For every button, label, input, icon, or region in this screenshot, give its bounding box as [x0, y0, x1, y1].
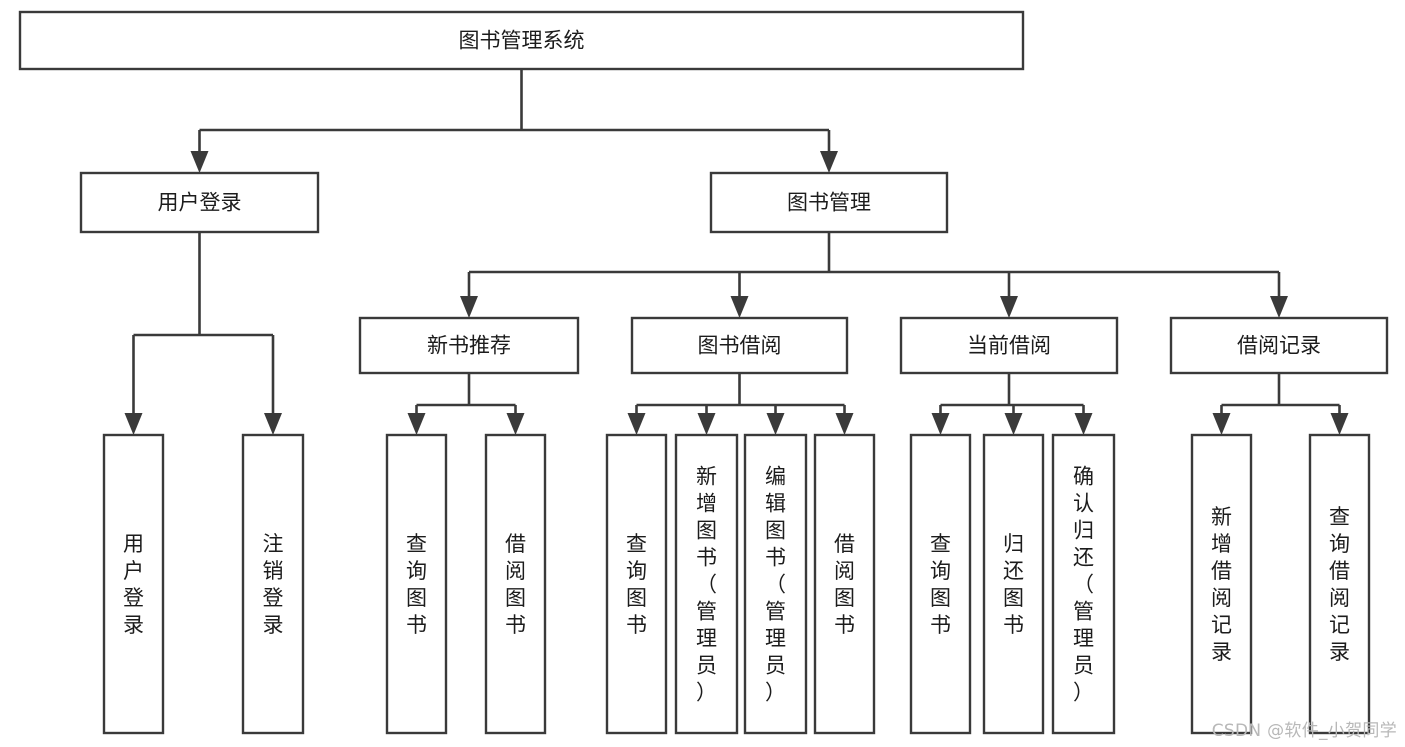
node-label-current-borrow: 当前借阅 [967, 334, 1051, 358]
connector-layer [124, 69, 1349, 435]
node-box-book-borrow[interactable] [630, 316, 849, 375]
node-label-root: 图书管理系统 [459, 29, 585, 53]
node-box-book-manage[interactable] [709, 171, 949, 234]
node-box-leaf-user-logout[interactable] [241, 433, 305, 735]
arrow-head-icon [1212, 413, 1231, 435]
node-label-book-manage: 图书管理 [787, 191, 871, 215]
arrow-head-icon [627, 413, 646, 435]
node-box-leaf-confirm-return[interactable] [1051, 433, 1116, 735]
node-box-user-login[interactable] [79, 171, 320, 234]
arrow-head-icon [264, 413, 282, 435]
node-book-manage[interactable]: 图书管理 [709, 171, 949, 234]
node-leaf-query-record[interactable]: 查询借阅记录 [1308, 433, 1371, 735]
node-label-leaf-user-logout: 注销登录 [263, 532, 284, 637]
arrow-head-icon [730, 296, 749, 318]
arrow-head-icon [766, 413, 785, 435]
node-label-book-borrow: 图书借阅 [698, 334, 782, 358]
arrow-head-icon [407, 413, 426, 435]
node-book-borrow[interactable]: 图书借阅 [630, 316, 849, 375]
node-leaf-borrow-book-1[interactable]: 借阅图书 [484, 433, 547, 735]
node-borrow-record[interactable]: 借阅记录 [1169, 316, 1389, 375]
node-label-new-book-rec: 新书推荐 [427, 334, 511, 358]
node-box-current-borrow[interactable] [899, 316, 1119, 375]
node-user-login[interactable]: 用户登录 [79, 171, 320, 234]
arrow-head-icon [190, 151, 209, 173]
node-box-leaf-borrow-book-1[interactable] [484, 433, 547, 735]
node-leaf-query-book-1[interactable]: 查询图书 [385, 433, 448, 735]
node-box-leaf-user-login[interactable] [102, 433, 165, 735]
arrow-head-icon [1000, 296, 1018, 318]
node-box-leaf-return-book[interactable] [982, 433, 1045, 735]
node-leaf-return-book[interactable]: 归还图书 [982, 433, 1045, 735]
node-box-leaf-query-book-2[interactable] [605, 433, 668, 735]
node-box-root[interactable] [18, 10, 1025, 71]
node-box-leaf-borrow-book-2[interactable] [813, 433, 876, 735]
node-label-leaf-edit-book: 编辑图书（管理员） [765, 465, 786, 705]
node-leaf-query-book-3[interactable]: 查询图书 [909, 433, 972, 735]
node-label-leaf-confirm-return: 确认归还（管理员） [1073, 465, 1094, 705]
node-box-leaf-add-record[interactable] [1190, 433, 1253, 735]
arrow-head-icon [460, 296, 478, 318]
arrow-head-icon [1270, 296, 1288, 318]
node-leaf-edit-book[interactable]: 编辑图书（管理员） [743, 433, 808, 735]
node-box-leaf-add-book[interactable] [674, 433, 739, 735]
node-leaf-add-book[interactable]: 新增图书（管理员） [674, 433, 739, 735]
node-root[interactable]: 图书管理系统 [18, 10, 1025, 71]
node-box-new-book-rec[interactable] [358, 316, 580, 375]
arrow-head-icon [1074, 413, 1093, 435]
node-label-leaf-query-book-2: 查询图书 [626, 532, 647, 637]
node-leaf-user-logout[interactable]: 注销登录 [241, 433, 305, 735]
node-label-leaf-borrow-book-2: 借阅图书 [834, 532, 855, 637]
arrow-head-icon [820, 151, 838, 173]
node-label-leaf-query-record: 查询借阅记录 [1329, 505, 1350, 664]
node-box-leaf-query-record[interactable] [1308, 433, 1371, 735]
arrow-head-icon [124, 413, 143, 435]
node-label-borrow-record: 借阅记录 [1237, 334, 1321, 358]
node-label-leaf-return-book: 归还图书 [1003, 532, 1024, 637]
node-label-user-login: 用户登录 [158, 191, 242, 215]
node-label-leaf-add-record: 新增借阅记录 [1211, 505, 1232, 664]
node-label-leaf-add-book: 新增图书（管理员） [696, 465, 717, 705]
node-new-book-rec[interactable]: 新书推荐 [358, 316, 580, 375]
node-box-leaf-edit-book[interactable] [743, 433, 808, 735]
arrow-head-icon [1004, 413, 1023, 435]
node-leaf-borrow-book-2[interactable]: 借阅图书 [813, 433, 876, 735]
node-layer: 图书管理系统用户登录图书管理新书推荐图书借阅当前借阅借阅记录用户登录注销登录查询… [18, 10, 1389, 735]
node-label-leaf-user-login: 用户登录 [123, 532, 144, 637]
csdn-watermark: CSDN @软件_小贺同学 [1211, 721, 1397, 741]
node-leaf-add-record[interactable]: 新增借阅记录 [1190, 433, 1253, 735]
arrow-head-icon [697, 413, 716, 435]
node-current-borrow[interactable]: 当前借阅 [899, 316, 1119, 375]
node-box-leaf-query-book-1[interactable] [385, 433, 448, 735]
arrow-head-icon [1330, 413, 1349, 435]
arrow-head-icon [506, 413, 525, 435]
node-leaf-query-book-2[interactable]: 查询图书 [605, 433, 668, 735]
arrow-head-icon [835, 413, 854, 435]
node-leaf-user-login[interactable]: 用户登录 [102, 433, 165, 735]
node-box-leaf-query-book-3[interactable] [909, 433, 972, 735]
node-leaf-confirm-return[interactable]: 确认归还（管理员） [1051, 433, 1116, 735]
node-label-leaf-query-book-3: 查询图书 [930, 532, 951, 637]
arrow-head-icon [931, 413, 950, 435]
node-label-leaf-borrow-book-1: 借阅图书 [505, 532, 526, 637]
node-box-borrow-record[interactable] [1169, 316, 1389, 375]
node-label-leaf-query-book-1: 查询图书 [406, 532, 427, 637]
